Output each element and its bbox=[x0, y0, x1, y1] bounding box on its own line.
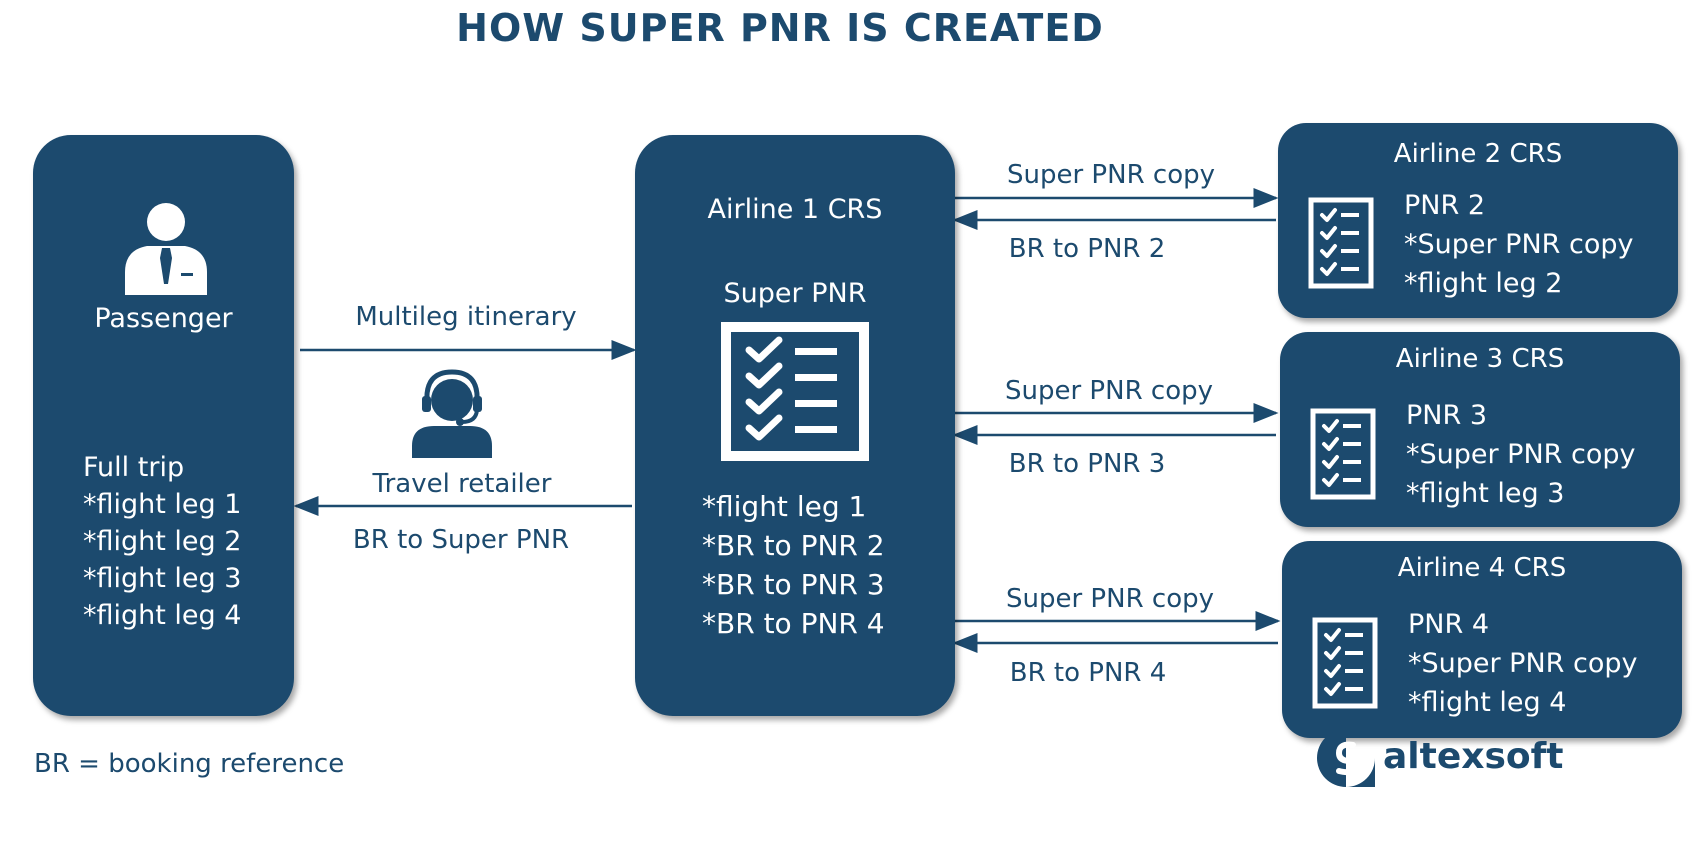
airline1-item-2: *BR to PNR 2 bbox=[702, 529, 885, 562]
checklist-icon bbox=[1312, 617, 1378, 709]
logo-text: altexsoft bbox=[1383, 736, 1564, 777]
airline4-pnr: PNR 4 bbox=[1408, 609, 1489, 640]
logo-icon bbox=[1317, 729, 1375, 787]
passenger-leg-3: *flight leg 3 bbox=[83, 563, 242, 594]
page-title: HOW SUPER PNR IS CREATED bbox=[456, 6, 1104, 50]
airline2-pnr: PNR 2 bbox=[1404, 190, 1485, 221]
airline4-copy: *Super PNR copy bbox=[1408, 648, 1638, 679]
airline1-item-4: *BR to PNR 4 bbox=[702, 607, 885, 640]
multileg-itinerary-label: Multileg itinerary bbox=[355, 302, 577, 332]
person-icon bbox=[125, 203, 207, 295]
br-to-pnr-4-label: BR to PNR 4 bbox=[1009, 658, 1167, 688]
airline4-crs-box: Airline 4 CRS PNR 4 *Super PNR copy *fli… bbox=[1282, 541, 1682, 738]
airline2-crs-box: Airline 2 CRS PNR 2 *Super PNR copy *fli… bbox=[1278, 123, 1678, 318]
super-pnr-label: Super PNR bbox=[723, 278, 867, 309]
airline1-item-1: *flight leg 1 bbox=[702, 490, 867, 523]
checklist-icon bbox=[721, 322, 869, 461]
passenger-leg-4: *flight leg 4 bbox=[83, 600, 242, 631]
airline1-crs-box: Airline 1 CRS Super PNR *flight leg 1 *B… bbox=[635, 135, 955, 716]
airline4-leg: *flight leg 4 bbox=[1408, 687, 1567, 718]
br-to-pnr-2-label: BR to PNR 2 bbox=[1008, 234, 1166, 264]
super-pnr-copy-label-4: Super PNR copy bbox=[1006, 584, 1214, 614]
airline3-leg: *flight leg 3 bbox=[1406, 478, 1565, 509]
footnote: BR = booking reference bbox=[34, 749, 345, 779]
passenger-box: Passenger Full trip *flight leg 1 *fligh… bbox=[33, 135, 294, 716]
br-to-super-pnr-label: BR to Super PNR bbox=[352, 525, 570, 555]
airline1-title: Airline 1 CRS bbox=[707, 194, 883, 225]
full-trip-title: Full trip bbox=[83, 452, 185, 483]
airline2-leg: *flight leg 2 bbox=[1404, 268, 1563, 299]
headset-agent-icon bbox=[412, 369, 492, 458]
travel-retailer-label: Travel retailer bbox=[372, 469, 552, 499]
airline3-copy: *Super PNR copy bbox=[1406, 439, 1636, 470]
passenger-leg-1: *flight leg 1 bbox=[83, 489, 242, 520]
airline3-title: Airline 3 CRS bbox=[1395, 344, 1565, 374]
checklist-icon bbox=[1310, 408, 1376, 500]
airline2-copy: *Super PNR copy bbox=[1404, 229, 1634, 260]
airline1-item-3: *BR to PNR 3 bbox=[702, 568, 885, 601]
checklist-icon bbox=[1308, 197, 1374, 289]
airline3-crs-box: Airline 3 CRS PNR 3 *Super PNR copy *fli… bbox=[1280, 332, 1680, 527]
br-to-pnr-3-label: BR to PNR 3 bbox=[1008, 449, 1166, 479]
airline4-title: Airline 4 CRS bbox=[1397, 553, 1567, 583]
passenger-leg-2: *flight leg 2 bbox=[83, 526, 242, 557]
airline2-title: Airline 2 CRS bbox=[1393, 139, 1563, 169]
passenger-label: Passenger bbox=[94, 303, 233, 334]
super-pnr-copy-label-2: Super PNR copy bbox=[1007, 160, 1215, 190]
airline3-pnr: PNR 3 bbox=[1406, 400, 1487, 431]
super-pnr-copy-label-3: Super PNR copy bbox=[1005, 376, 1213, 406]
